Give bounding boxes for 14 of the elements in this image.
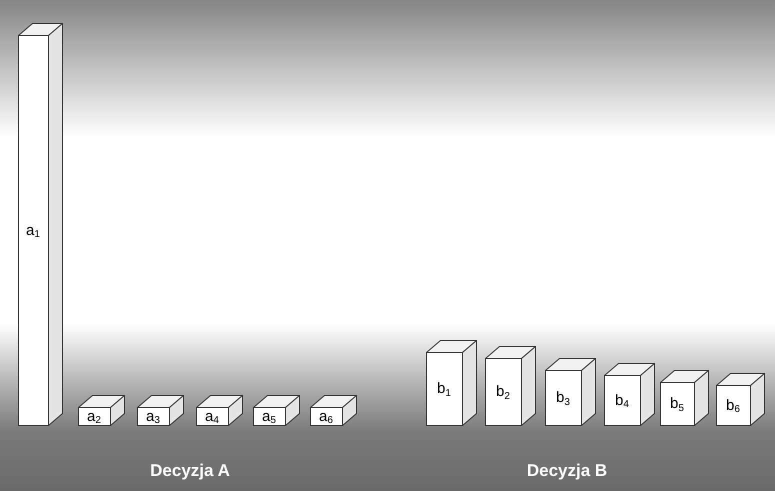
box-label: b$_{6}$ [726, 398, 740, 412]
box-label: a$_{4}$ [205, 408, 219, 424]
box-label: b$_{3}$ [556, 390, 570, 405]
box-label: a$_{3}$ [146, 408, 160, 424]
box-label: b$_{2}$ [496, 384, 510, 399]
box-label: a$_{5}$ [262, 408, 276, 424]
box-label: a$_{2}$ [87, 408, 101, 424]
group-label: Decyzja B [526, 460, 608, 482]
box-label: b$_{1}$ [437, 381, 451, 396]
box-label: b$_{4}$ [615, 392, 629, 408]
box-label: b$_{5}$ [670, 396, 684, 411]
group-label: Decyzja A [150, 460, 230, 482]
box-label: a$_{1}$ [26, 222, 40, 238]
box-label: a$_{6}$ [319, 408, 333, 424]
